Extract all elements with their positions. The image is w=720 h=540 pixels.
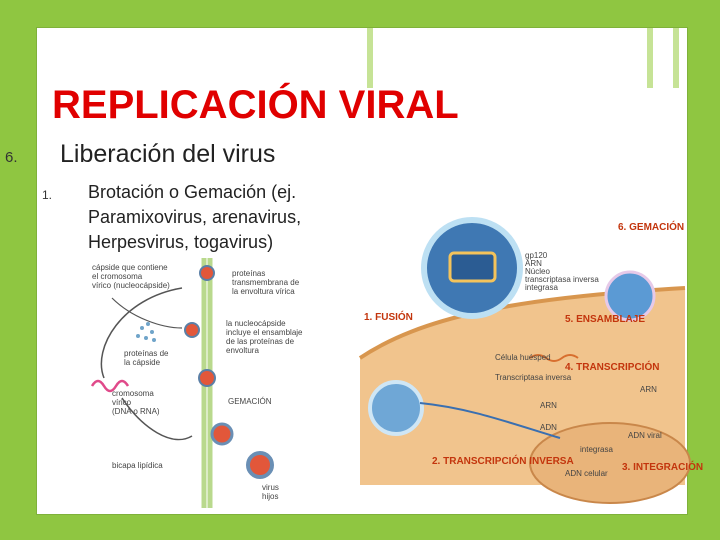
label-daughter: virus [262, 483, 279, 492]
bullet-number: 6. [5, 149, 18, 166]
label-proteins-top: transmembrana de [232, 278, 300, 287]
level1-text: Liberación del virus [60, 140, 276, 168]
decor-stripe [673, 28, 679, 88]
step-label: 4. TRANSCRIPCIÓN [565, 360, 659, 373]
label-proteins-top: la envoltura vírica [232, 287, 295, 296]
capsid-protein-cluster [136, 322, 156, 342]
cycle-arrow [111, 297, 183, 329]
rna-strand [419, 402, 561, 439]
nucleocapsid [199, 265, 215, 281]
label-nucleocapsid: la nucleocápside [226, 319, 286, 328]
step-label: 5. ENSAMBLAJE [565, 314, 645, 325]
diagram-label: integrasa [525, 283, 558, 292]
label-nucleocapsid: de las proteínas de [226, 337, 295, 346]
label-proteins-top: proteínas [232, 269, 265, 278]
diagram-label: gp120 [525, 251, 548, 260]
label-chromosome: vírico [112, 398, 132, 407]
label-daughter: hijos [262, 492, 278, 501]
diagram-label: ADN viral [628, 431, 662, 440]
decor-box [397, 28, 469, 90]
diagram-background [82, 258, 352, 508]
diagram-label: ADN celular [565, 469, 608, 478]
label-capsid: vírico (nucleocápside) [92, 281, 170, 290]
diagram-label: integrasa [580, 445, 613, 454]
virus-core [448, 251, 497, 283]
budding-diagram: cápside que contiene el cromosoma vírico… [82, 258, 352, 508]
label-nucleocapsid: envoltura [226, 346, 259, 355]
step-label: 6. GEMACIÓN [618, 220, 684, 233]
level2-line: Herpesvirus, togavirus) [88, 232, 274, 252]
rna-strand [529, 354, 579, 362]
diagram-label: Célula huésped [495, 353, 551, 362]
decor-stripe [367, 28, 373, 88]
label-capsid: el cromosoma [92, 272, 143, 281]
assembling-virus [604, 270, 656, 322]
step-label: 3. INTEGRACIÓN [622, 460, 703, 473]
viral-chromosome [90, 379, 130, 393]
diagram-label: Transcriptasa inversa [495, 373, 572, 382]
label-capsid: cápside que contiene [92, 263, 168, 272]
label-budding: GEMACIÓN [228, 397, 272, 406]
step-label: 2. TRANSCRIPCIÓN INVERSA [432, 454, 574, 467]
diagram-label: ARN [540, 401, 557, 410]
diagram-label: transcriptasa inversa [525, 275, 599, 284]
label-nucleocapsid: incluye el ensamblaje [226, 328, 303, 337]
diagram-label: ARN [525, 259, 542, 268]
diagram-label: ADN [540, 423, 557, 432]
level2-line: Paramixovirus, arenavirus, [88, 207, 302, 227]
diagram-label: Núcleo [525, 267, 550, 276]
label-chromosome: (DNA o RNA) [112, 407, 160, 416]
label-chromosome: cromosoma [112, 389, 154, 398]
cycle-arrow [100, 287, 183, 379]
cycle-arrow [121, 397, 193, 441]
label-capsid-proteins: proteínas de [124, 349, 169, 358]
label-bilayer: bicapa lipídica [112, 461, 163, 470]
nucleocapsid [184, 322, 200, 338]
step-label: 1. FUSIÓN [364, 310, 413, 323]
bullet-number: 1. [42, 188, 53, 202]
label-capsid-proteins: la cápside [124, 358, 161, 367]
budding-virus [210, 422, 234, 446]
decor-stripe [647, 28, 653, 88]
cell-nucleus [529, 422, 691, 504]
hiv-cycle-diagram: 6. GEMACIÓN 1. FUSIÓN 5. ENSAMBLAJE 4. T… [358, 208, 703, 504]
level2-text: Brotación o Gemación (ej. Paramixovirus,… [88, 180, 358, 255]
diagram-label: ARN [640, 385, 657, 394]
daughter-virus [246, 451, 274, 479]
nucleocapsid [198, 369, 216, 387]
fusing-virus [368, 380, 424, 436]
level2-line: Brotación o Gemación (ej. [88, 182, 297, 202]
slide-title: REPLICACIÓN VIRAL [52, 83, 459, 127]
